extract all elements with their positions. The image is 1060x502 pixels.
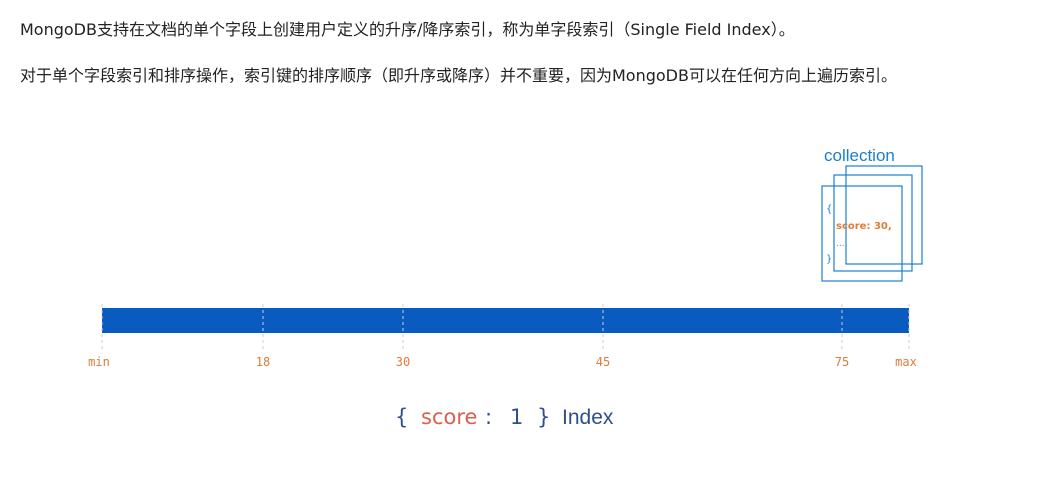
document-close-brace: } bbox=[826, 254, 832, 265]
index-value: 1 bbox=[510, 405, 523, 429]
tick-label-18: 18 bbox=[256, 355, 270, 369]
tick-label-75: 75 bbox=[835, 355, 849, 369]
index-open-brace: { bbox=[395, 405, 408, 429]
tick-label-max: max bbox=[895, 355, 917, 369]
collection-stack: collection { score: 30, ... } bbox=[821, 146, 923, 282]
tick-label-30: 30 bbox=[396, 355, 410, 369]
index-key: score bbox=[421, 405, 477, 429]
collection-title: collection bbox=[824, 146, 895, 165]
index-colon: : bbox=[485, 405, 492, 429]
document-card-back bbox=[845, 165, 923, 265]
tick-label-45: 45 bbox=[596, 355, 610, 369]
index-bar bbox=[102, 308, 909, 333]
document-score-field: score: 30, bbox=[836, 221, 892, 232]
document-card-middle bbox=[833, 174, 913, 272]
axis-ticks: min 18 30 45 75 max bbox=[88, 304, 917, 369]
tick-label-min: min bbox=[88, 355, 110, 369]
document-card-front bbox=[821, 185, 903, 282]
index-label: { score : 1 } Index bbox=[395, 405, 614, 429]
document-open-brace: { bbox=[826, 204, 832, 215]
index-close-brace: } bbox=[537, 405, 550, 429]
intro-paragraph: MongoDB支持在文档的单个字段上创建用户定义的升序/降序索引，称为单字段索引… bbox=[20, 20, 795, 39]
index-word: Index bbox=[562, 406, 614, 429]
document-ellipsis: ... bbox=[836, 239, 845, 249]
traversal-paragraph: 对于单个字段索引和排序操作，索引键的排序顺序（即升序或降序）并不重要，因为Mon… bbox=[20, 66, 897, 85]
